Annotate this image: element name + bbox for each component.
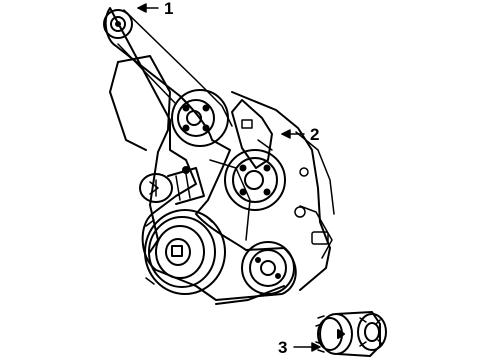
callout-2-arrowhead <box>281 129 291 139</box>
left-idler-assembly <box>139 166 205 205</box>
crankshaft-pulley <box>144 209 226 295</box>
upper-pulley <box>171 89 229 147</box>
lower-right-pulley <box>241 241 295 295</box>
callout-2-label: 2 <box>310 125 319 144</box>
serpentine-belt <box>104 7 297 301</box>
callout-leaders <box>137 3 321 352</box>
belt-tensioner <box>315 311 387 357</box>
callout-3-arrowhead <box>311 342 321 352</box>
callout-1-label: 1 <box>164 0 173 18</box>
callout-1-arrowhead <box>137 3 147 13</box>
callout-3-label: 3 <box>278 338 287 357</box>
alternator-pulley <box>224 149 286 211</box>
top-idler-pulley <box>103 9 133 39</box>
engine-housing <box>109 55 335 305</box>
